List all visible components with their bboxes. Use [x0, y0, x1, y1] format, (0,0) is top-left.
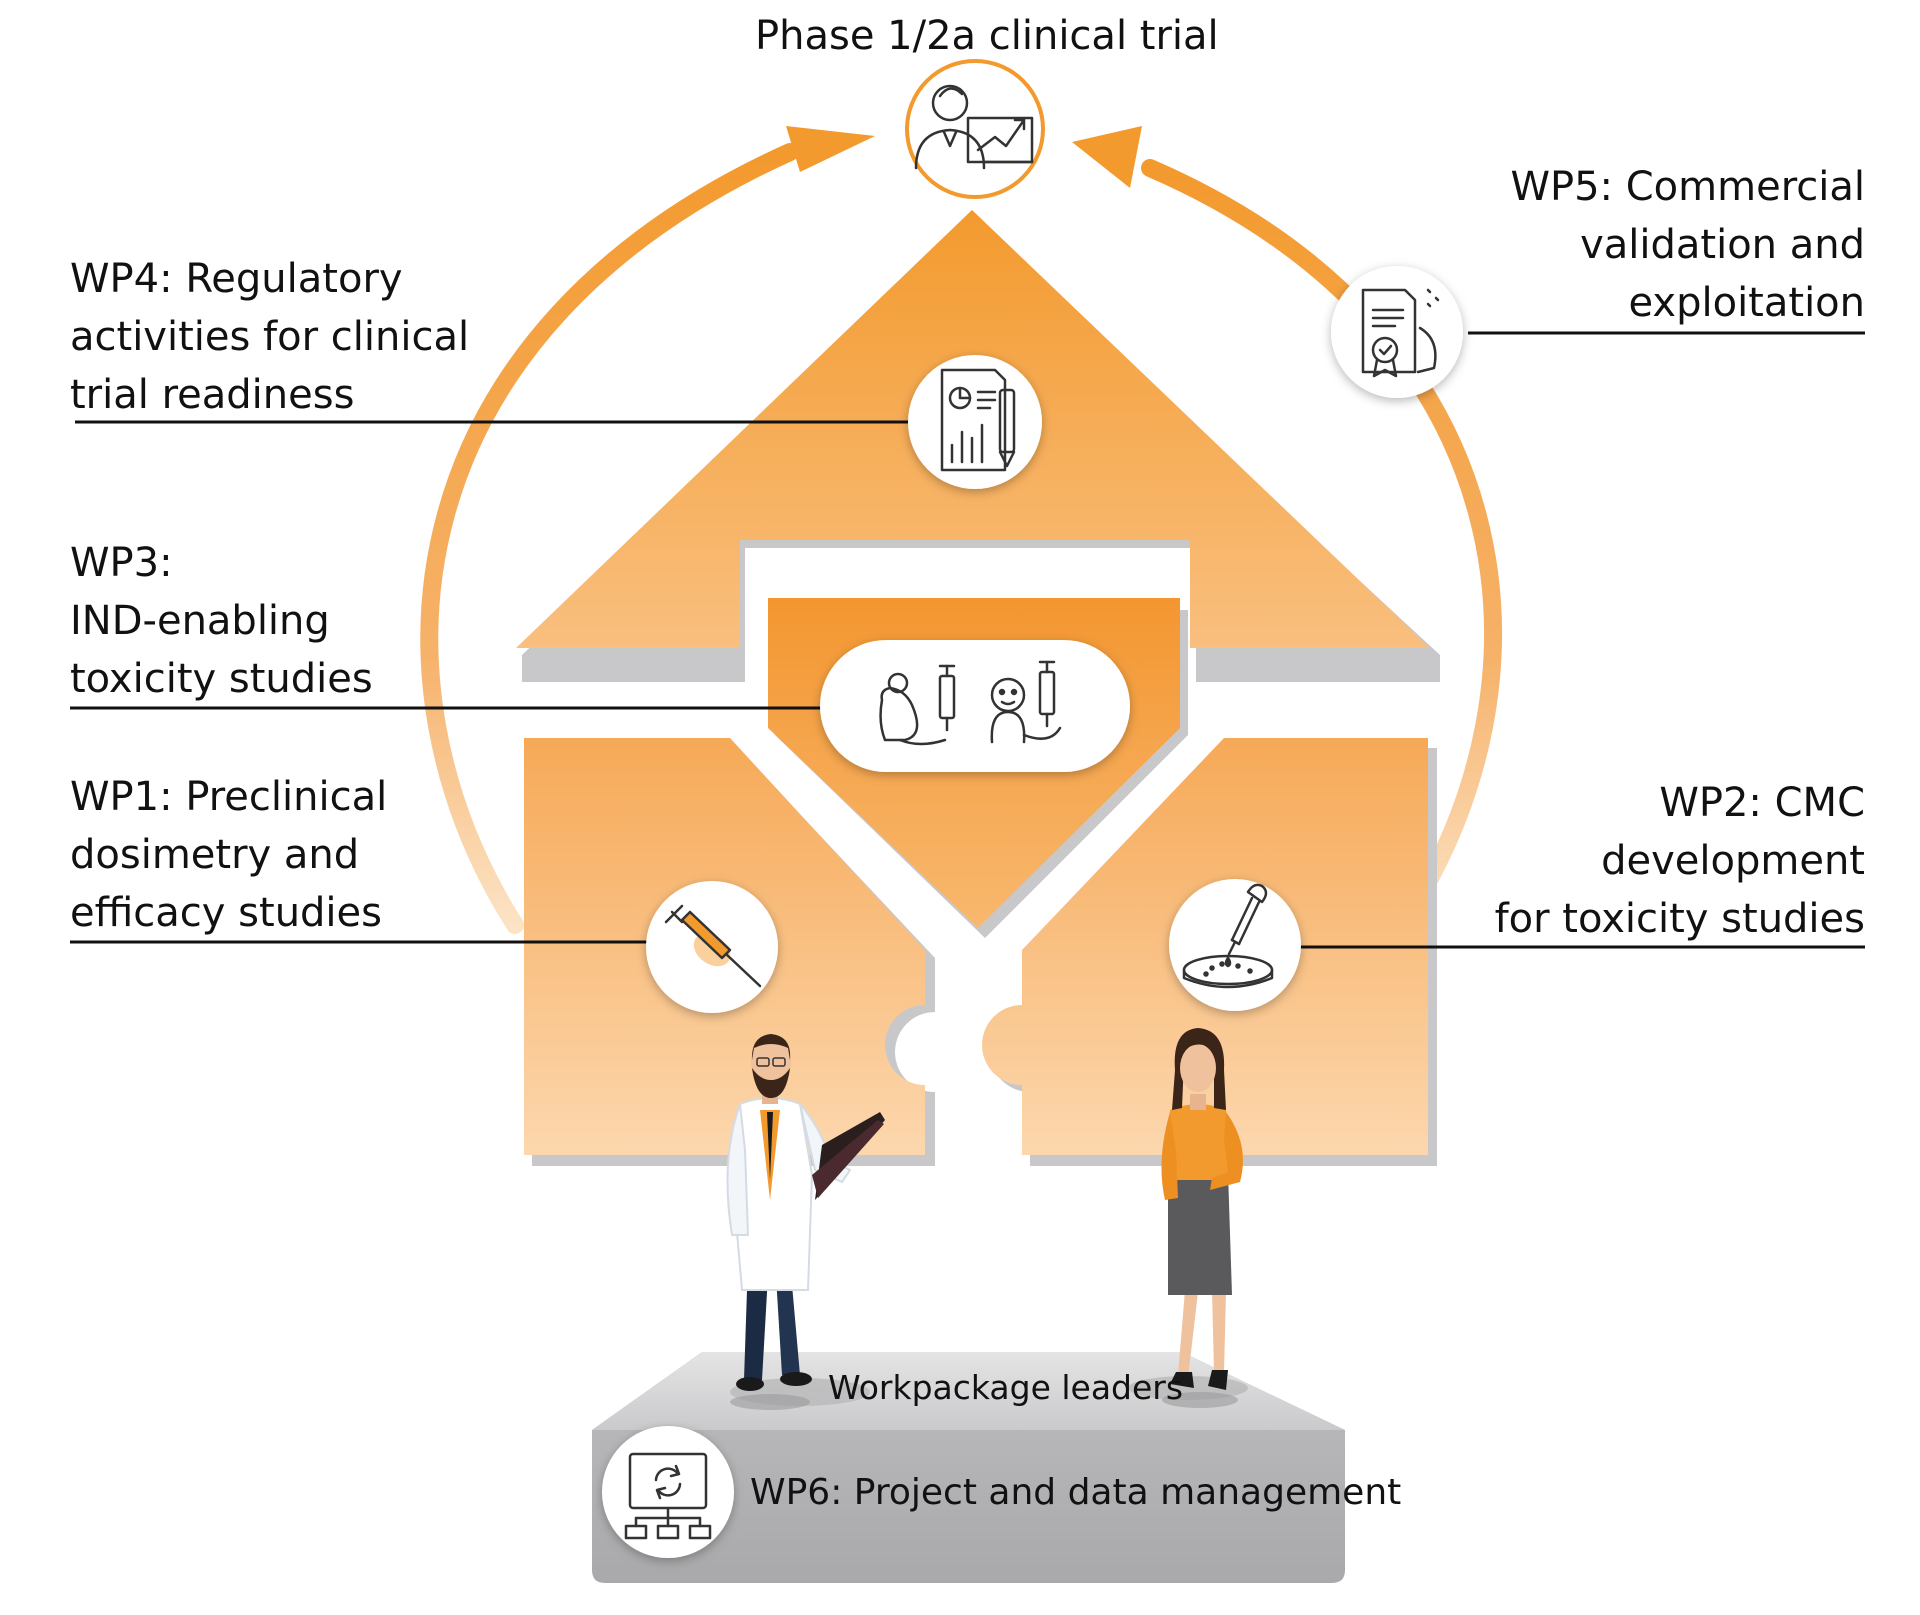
- top-label: Phase 1/2a clinical trial: [755, 13, 1219, 59]
- wp5-label: WP5: Commercial validation and exploitat…: [1510, 158, 1865, 332]
- platform: [592, 1352, 1345, 1583]
- wp2-line-2: development: [1601, 838, 1865, 884]
- presenter-chart-icon: [905, 59, 1045, 199]
- wp5-line-3: exploitation: [1628, 280, 1865, 326]
- wp1-line-3: efficacy studies: [70, 890, 382, 936]
- wp3-line-2: IND-enabling: [70, 598, 330, 644]
- wp4-label: WP4: Regulatory activities for clinical …: [70, 250, 469, 424]
- wp4-line-1: WP4: Regulatory: [70, 256, 403, 302]
- mouse-monkey-syringe-icon: [820, 640, 1130, 772]
- wp2-line-3: for toxicity studies: [1494, 896, 1865, 942]
- leader-lines: [70, 331, 1865, 949]
- mouse-monkey-glyph: [879, 660, 1062, 746]
- wp3-line-1: WP3:: [70, 540, 173, 586]
- wp2-line-1: WP2: CMC: [1659, 780, 1865, 826]
- female-leader-figure: [1161, 1028, 1243, 1408]
- left-arrowhead: [786, 126, 875, 172]
- wp3-label: WP3: IND-enabling toxicity studies: [70, 534, 373, 708]
- network-monitor-glyph: [624, 1452, 712, 1540]
- wp1-line-1: WP1: Preclinical: [70, 774, 388, 820]
- wp3-line-3: toxicity studies: [70, 656, 373, 702]
- workpackage-leaders-label: Workpackage leaders: [828, 1368, 1184, 1407]
- report-chart-glyph: [940, 368, 1016, 472]
- wp1-label: WP1: Preclinical dosimetry and efficacy …: [70, 768, 387, 942]
- wp4-line-3: trial readiness: [70, 372, 355, 418]
- right-arrowhead: [1072, 126, 1142, 188]
- right-arc-arrow: [1141, 159, 1502, 934]
- wp1-line-2: dosimetry and: [70, 832, 360, 878]
- certificate-hand-glyph: [1361, 288, 1440, 378]
- certificate-hand-icon: [1331, 266, 1463, 398]
- wp5-line-1: WP5: Commercial: [1510, 164, 1865, 210]
- cycle-arrows: [420, 126, 1502, 934]
- wp2-label: WP2: CMC development for toxicity studie…: [1495, 774, 1865, 948]
- wp6-label: WP6: Project and data management: [750, 1472, 1402, 1513]
- left-arc-arrow: [420, 143, 799, 934]
- dropper-petri-glyph: [1182, 883, 1274, 989]
- male-scientist-figure: [726, 1034, 885, 1410]
- wp4-line-2: activities for clinical: [70, 314, 470, 360]
- syringe-glyph: [664, 904, 762, 988]
- wp5-line-2: validation and: [1580, 222, 1865, 268]
- dropper-petri-dish-icon: [1169, 879, 1301, 1011]
